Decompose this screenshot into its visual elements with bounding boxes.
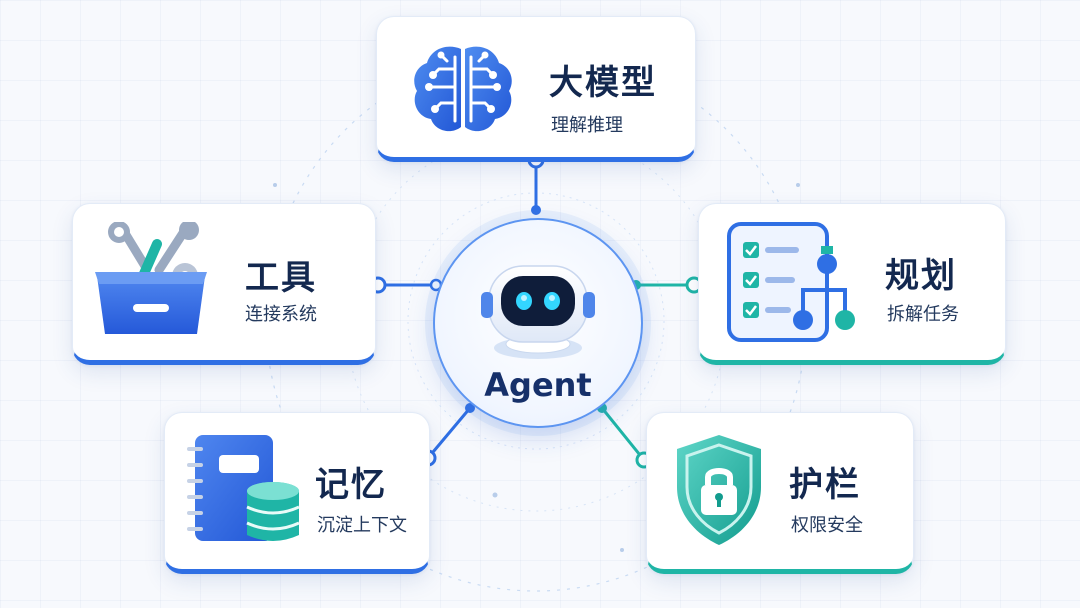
node-subtitle-llm: 理解推理 [551, 115, 623, 136]
node-title-guardrails: 护栏 [789, 465, 861, 505]
node-card-llm[interactable]: 大模型 理解推理 [376, 16, 696, 162]
connector-memory [426, 407, 472, 459]
agent-hub[interactable]: Agent [433, 218, 643, 428]
node-subtitle-planning: 拆解任务 [887, 304, 959, 325]
node-card-planning[interactable]: 规划 拆解任务 [698, 203, 1006, 365]
decor-dot [492, 492, 498, 498]
connector-node [531, 205, 541, 215]
decor-dot [796, 183, 800, 187]
brain-circuit-icon [414, 46, 512, 132]
node-subtitle-guardrails: 权限安全 [791, 515, 863, 536]
decor-dot [620, 548, 624, 552]
node-title-memory: 记忆 [315, 465, 387, 505]
node-card-tools[interactable]: 工具 连接系统 [72, 203, 376, 365]
notebook-database-icon [187, 435, 300, 541]
node-title-tools: 工具 [245, 258, 317, 298]
node-card-guardrails[interactable]: 护栏 权限安全 [646, 412, 914, 574]
agent-label: Agent [484, 366, 592, 404]
node-card-memory[interactable]: 记忆 沉淀上下文 [164, 412, 430, 574]
node-title-planning: 规划 [885, 256, 957, 296]
toolbox-icon [95, 222, 207, 334]
node-subtitle-memory: 沉淀上下文 [317, 515, 407, 536]
decor-dot [273, 183, 277, 187]
node-subtitle-tools: 连接系统 [245, 304, 317, 325]
node-title-llm: 大模型 [549, 63, 657, 103]
checklist-flow-icon [727, 222, 855, 342]
robot-icon [481, 265, 595, 359]
connector-guardrails [600, 407, 646, 461]
shield-lock-icon [677, 435, 761, 545]
